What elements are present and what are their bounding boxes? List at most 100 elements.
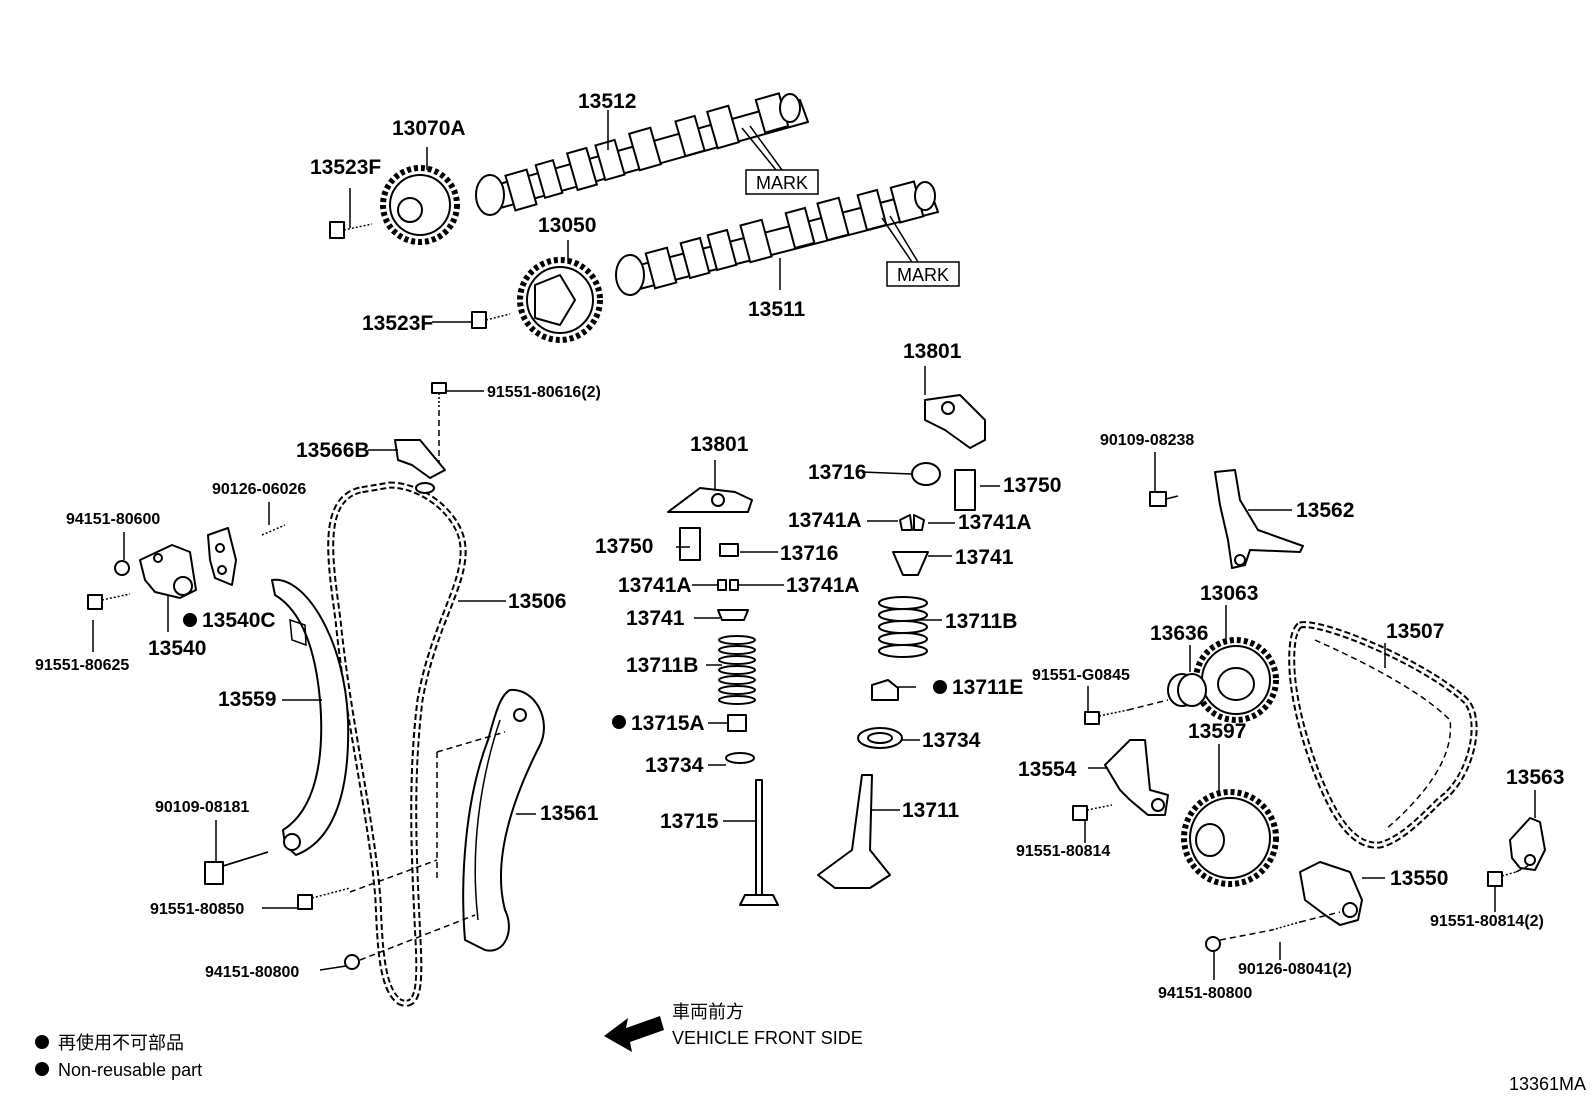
label-13734-left: 13734 xyxy=(645,754,704,777)
gear-spacer-13636[interactable] xyxy=(1167,673,1207,707)
label-91551-80814: 91551-80814 xyxy=(1016,843,1110,860)
intake-valve-13711[interactable] xyxy=(817,774,891,889)
label-13711: 13711 xyxy=(902,799,960,822)
non-reusable-marker-13715A xyxy=(612,715,626,729)
mark-box-2: MARK xyxy=(881,215,960,287)
stud-90126-08041[interactable] xyxy=(1271,911,1341,931)
bolt-91551-80625[interactable] xyxy=(87,593,131,610)
label-13801-right: 13801 xyxy=(903,340,962,363)
valve-spring-retainer-13741-right[interactable] xyxy=(892,551,929,576)
label-13716-right: 13716 xyxy=(808,461,866,484)
bolt-13523F-upper[interactable] xyxy=(329,221,373,239)
oil-pump-drive-sprocket-13597[interactable] xyxy=(1181,789,1279,887)
label-13597: 13597 xyxy=(1188,720,1246,743)
label-90126-08041: 90126-08041(2) xyxy=(1238,961,1352,978)
chain-guide-13563[interactable] xyxy=(1509,817,1546,871)
chain-tensioner-13540[interactable] xyxy=(139,544,197,599)
legend-label-jp: 再使用不可部品 xyxy=(58,1033,184,1053)
valve-spring-13711B-left[interactable] xyxy=(718,635,756,705)
label-13523F-upper: 13523F xyxy=(310,156,381,179)
nut-94151-80800-right[interactable] xyxy=(1205,929,1273,952)
camshaft-timing-sprocket-13050[interactable] xyxy=(517,257,603,343)
label-91551-80625: 91551-80625 xyxy=(35,657,129,674)
bolt-91551-80850[interactable] xyxy=(297,887,351,910)
crankshaft-timing-gear-13063[interactable] xyxy=(1193,637,1279,723)
vehicle-front-direction: 車両前方 VEHICLE FRONT SIDE xyxy=(604,1002,863,1052)
label-13559: 13559 xyxy=(218,688,276,711)
dashed-bolt-line xyxy=(349,859,438,893)
non-reusable-marker-13540C xyxy=(183,613,197,627)
bolt-91551-80814[interactable] xyxy=(1072,804,1113,821)
label-13734-right: 13734 xyxy=(922,729,981,752)
label-13554: 13554 xyxy=(1018,758,1077,781)
valve-spring-seat-13734-right[interactable] xyxy=(857,727,903,749)
legend-dot-icon-jp xyxy=(35,1035,49,1049)
label-13563: 13563 xyxy=(1506,766,1564,789)
mark-label-2: MARK xyxy=(897,265,949,285)
valve-stem-cap-13716-right[interactable] xyxy=(911,462,941,486)
chain-tensioner-13550[interactable] xyxy=(1299,861,1363,926)
label-91551-G0845: 91551-G0845 xyxy=(1032,667,1130,684)
rocker-arm-13801-right[interactable] xyxy=(924,394,986,449)
label-13636: 13636 xyxy=(1150,622,1208,645)
label-90109-08238: 90109-08238 xyxy=(1100,432,1194,449)
rocker-arm-13801-left[interactable] xyxy=(667,487,753,513)
dashed-guide-line-upper xyxy=(436,731,506,753)
bolt-91551-G0845[interactable] xyxy=(1084,699,1169,725)
label-13540: 13540 xyxy=(148,637,206,660)
valve-keeper-13741A-right[interactable] xyxy=(899,514,925,531)
label-13512: 13512 xyxy=(578,90,636,113)
label-13070A: 13070A xyxy=(392,117,466,140)
label-90109-08181: 90109-08181 xyxy=(155,799,249,816)
label-13741A-left-1: 13741A xyxy=(618,574,692,597)
valve-stem-oil-seal-13711E[interactable] xyxy=(871,679,899,701)
lash-adjuster-13750-right[interactable] xyxy=(954,469,976,511)
valve-spring-retainer-13741-left[interactable] xyxy=(717,609,749,621)
label-13050: 13050 xyxy=(538,214,596,237)
timing-chain-13506[interactable] xyxy=(327,481,467,1007)
dashed-nut-line xyxy=(359,914,476,961)
valve-spring-13711B-right[interactable] xyxy=(878,596,928,658)
legend-dot-icon-en xyxy=(35,1062,49,1076)
bolt-90109-08181[interactable] xyxy=(204,851,269,885)
timing-chain-13507[interactable] xyxy=(1288,621,1478,849)
valve-keeper-13741A-left[interactable] xyxy=(717,579,739,591)
camshaft-13512[interactable] xyxy=(475,92,809,216)
gasket-13540C[interactable] xyxy=(207,527,237,586)
valve-spring-seat-13734-left[interactable] xyxy=(725,752,755,764)
label-13523F-lower: 13523F xyxy=(362,312,433,335)
part-labels: 13523F 13070A 13512 13050 13523F 13511 9… xyxy=(35,90,1564,1002)
label-13741-left: 13741 xyxy=(626,607,685,630)
nut-94151-80800-left[interactable] xyxy=(344,954,360,970)
label-13750-left: 13750 xyxy=(595,535,653,558)
valve-stem-cap-13716-left[interactable] xyxy=(719,543,739,557)
label-91551-80616: 91551-80616(2) xyxy=(487,384,601,401)
lash-adjuster-13750-left[interactable] xyxy=(679,527,701,561)
label-13750-right: 13750 xyxy=(1003,474,1061,497)
chain-guide-plate-13566B[interactable] xyxy=(394,439,446,494)
label-13801-left: 13801 xyxy=(690,433,749,456)
chain-tensioner-arm-13554[interactable] xyxy=(1104,739,1169,816)
label-94151-80800-right: 94151-80800 xyxy=(1158,985,1252,1002)
exhaust-valve-13715[interactable] xyxy=(739,779,779,906)
chain-guide-13562[interactable] xyxy=(1214,469,1304,569)
bolt-90109-08238[interactable] xyxy=(1149,491,1179,507)
stud-bolt-90126-06026[interactable] xyxy=(261,524,286,536)
nut-94151-80600[interactable] xyxy=(114,560,130,576)
label-13715: 13715 xyxy=(660,810,719,833)
chain-tensioner-slipper-13559[interactable] xyxy=(271,578,350,856)
bolt-91551-80616[interactable] xyxy=(431,382,447,470)
label-94151-80600: 94151-80600 xyxy=(66,511,160,528)
label-13063: 13063 xyxy=(1200,582,1258,605)
bolt-13523F-lower[interactable] xyxy=(471,311,511,329)
label-13741-right: 13741 xyxy=(955,546,1014,569)
label-13741A-left-2: 13741A xyxy=(786,574,860,597)
camshaft-timing-gear-13070A[interactable] xyxy=(380,165,460,245)
label-13561: 13561 xyxy=(540,802,599,825)
label-13550: 13550 xyxy=(1390,867,1448,890)
direction-label-jp: 車両前方 xyxy=(672,1002,744,1022)
valve-stem-oil-seal-13715A[interactable] xyxy=(727,714,747,732)
chain-vibration-damper-13561[interactable] xyxy=(462,688,545,952)
camshaft-13511[interactable] xyxy=(615,180,939,296)
